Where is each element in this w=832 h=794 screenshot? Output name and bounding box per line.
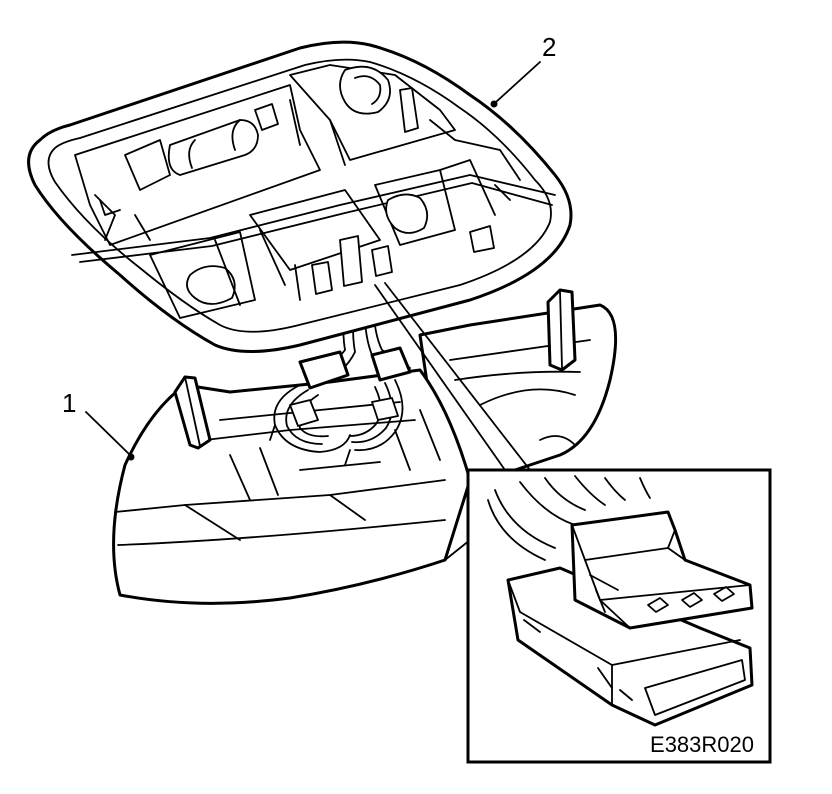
callout-2: 2 bbox=[490, 32, 556, 108]
connector-socket-c bbox=[371, 245, 393, 277]
inset-leader-line-2 bbox=[384, 282, 531, 471]
upper-frame-inner-rim bbox=[47, 58, 552, 333]
harness-connector-left bbox=[298, 350, 350, 390]
bulb-holder-left bbox=[124, 139, 171, 191]
upper-frame-part-2 bbox=[27, 40, 573, 353]
wiring-harness bbox=[269, 284, 412, 466]
callout-label-1: 1 bbox=[62, 388, 76, 418]
connector-detail-inset bbox=[374, 282, 772, 764]
connector-socket-b bbox=[339, 235, 363, 287]
bulb-left bbox=[167, 119, 259, 176]
harness-connector-right bbox=[370, 346, 412, 382]
upper-frame-outer-rim bbox=[27, 40, 573, 353]
callout-1: 1 bbox=[62, 388, 135, 461]
bulb-right bbox=[339, 65, 391, 115]
inset-leader-line-1 bbox=[374, 284, 506, 471]
connector-socket-a bbox=[311, 261, 333, 295]
lower-housing-part-1 bbox=[112, 288, 618, 605]
callout-label-2: 2 bbox=[542, 32, 556, 62]
figure-code: E383R020 bbox=[650, 732, 754, 757]
